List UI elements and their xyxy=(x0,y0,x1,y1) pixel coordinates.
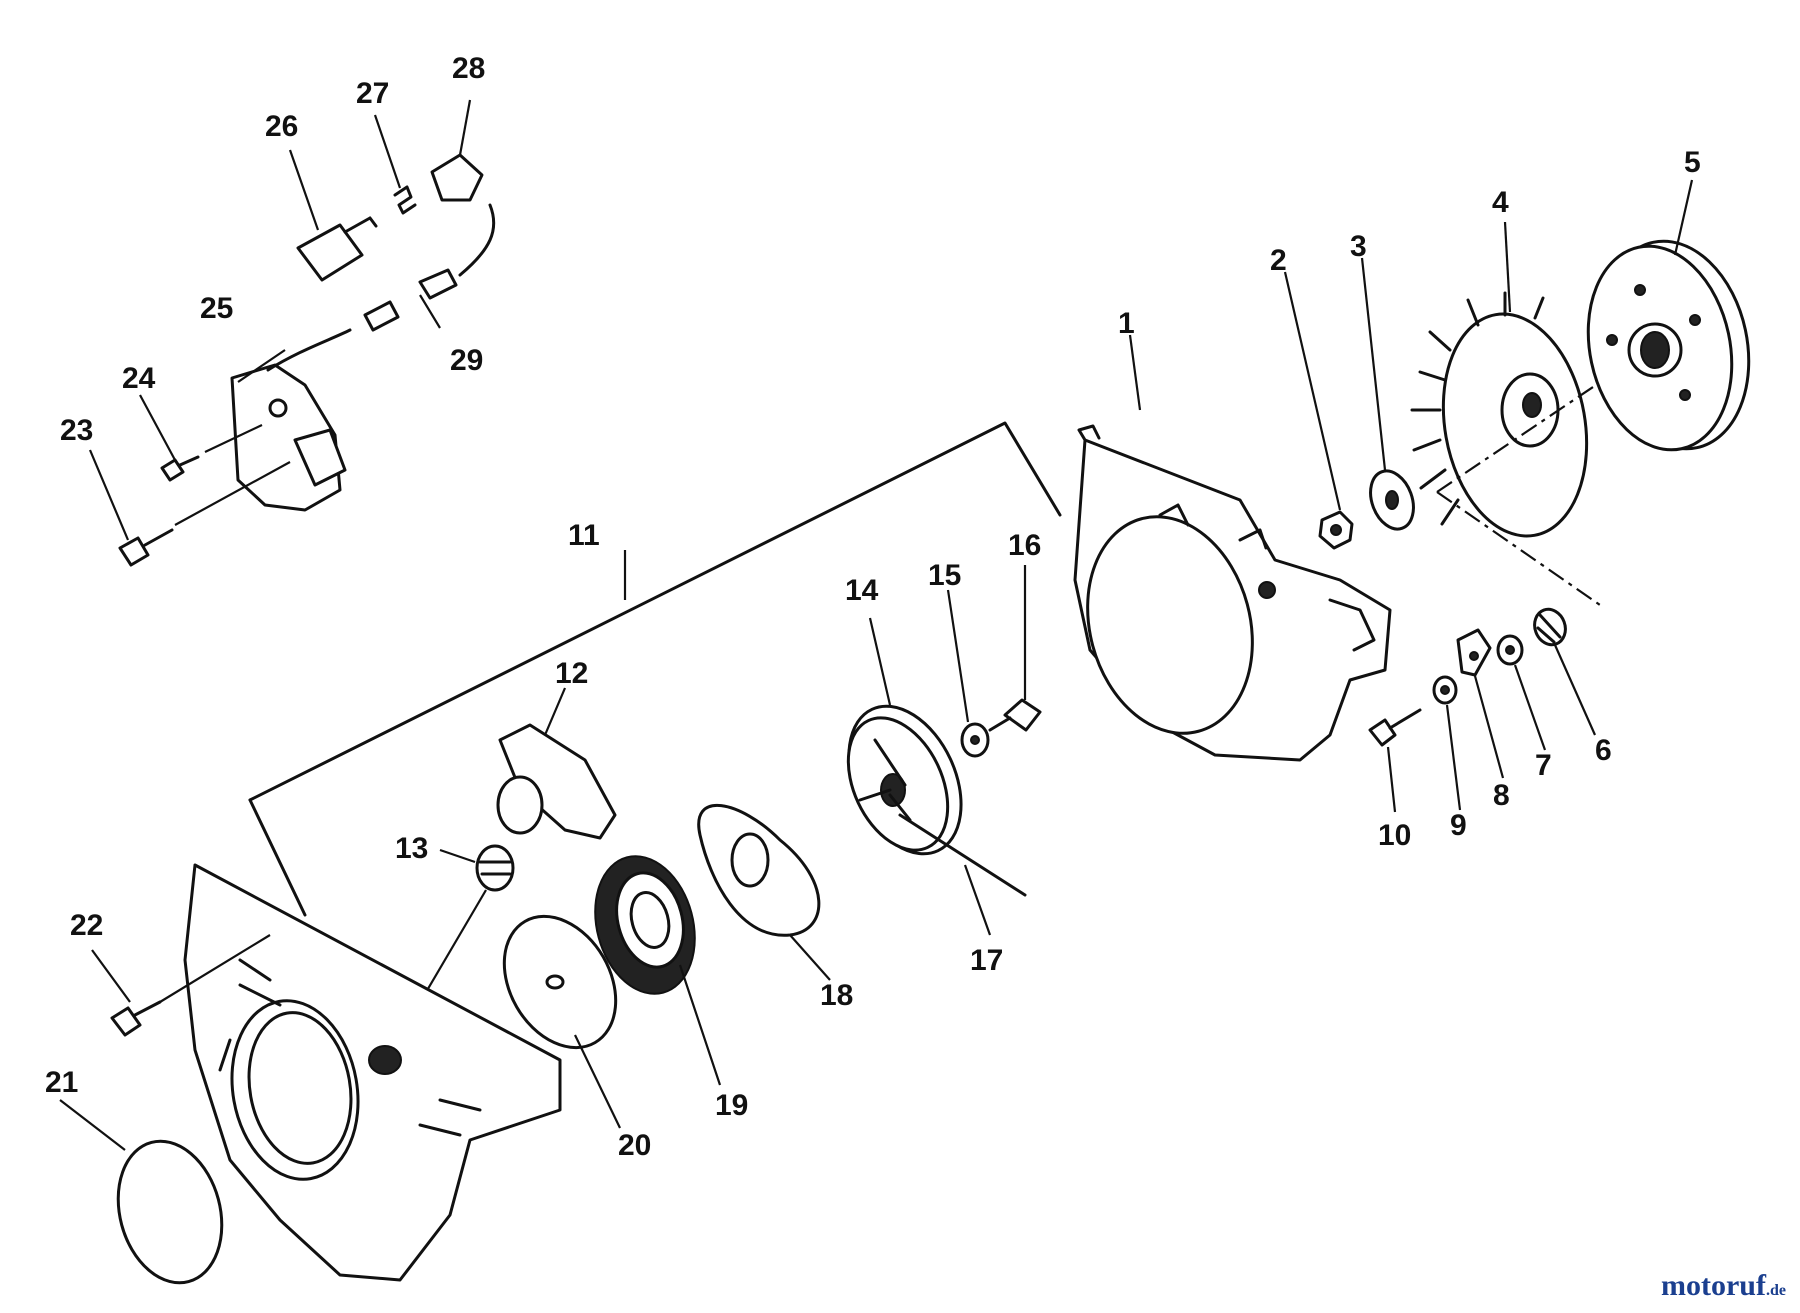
dashed-link-4-6 xyxy=(1436,384,1601,606)
part-7-washer xyxy=(1496,634,1524,666)
callout-labels: 1 2 3 4 5 6 7 8 9 10 11 12 13 14 15 16 1… xyxy=(45,52,1701,1162)
part-5-rotor xyxy=(1586,239,1751,452)
part-9-washer xyxy=(1432,675,1458,705)
part-29-tube xyxy=(363,203,496,332)
part-21-cover-disc xyxy=(116,1139,224,1285)
callout-10: 10 xyxy=(1378,819,1411,852)
part-22-screw xyxy=(110,1000,162,1037)
callout-19: 19 xyxy=(715,1089,748,1122)
watermark-name: motoruf xyxy=(1661,1269,1766,1302)
callout-2: 2 xyxy=(1270,244,1287,277)
callout-14: 14 xyxy=(845,574,879,607)
callout-29: 29 xyxy=(450,344,483,377)
callout-4: 4 xyxy=(1492,186,1509,219)
callout-6: 6 xyxy=(1595,734,1612,767)
screw-22-line xyxy=(159,934,271,1003)
coil-wire xyxy=(266,328,352,372)
part-15-washer xyxy=(960,722,990,758)
part-12-handle xyxy=(496,723,617,840)
callout-7: 7 xyxy=(1535,749,1552,782)
part-4-flywheel xyxy=(1410,291,1589,538)
callout-17: 17 xyxy=(970,944,1003,977)
callout-5: 5 xyxy=(1684,146,1701,179)
screw-24-line xyxy=(204,424,263,453)
part-19-spring xyxy=(594,855,696,995)
part-28-plug-cap xyxy=(430,153,484,202)
part-13-grommet xyxy=(475,844,515,892)
part-1-fan-housing xyxy=(1073,424,1392,762)
part-20-disc xyxy=(502,914,618,1050)
callout-3: 3 xyxy=(1350,230,1367,263)
part-10-bolt xyxy=(1368,708,1422,747)
part-2-nut xyxy=(1318,510,1354,550)
callout-13: 13 xyxy=(395,832,428,865)
callout-27: 27 xyxy=(356,77,389,110)
part-17-rope xyxy=(898,813,1027,897)
part-3-washer xyxy=(1369,469,1415,531)
starter-cover xyxy=(183,863,562,1282)
part-14-pulley xyxy=(846,704,963,856)
callout-22: 22 xyxy=(70,909,103,942)
callout-23: 23 xyxy=(60,414,93,447)
callout-11: 11 xyxy=(568,519,600,552)
callout-9: 9 xyxy=(1450,809,1467,842)
callout-24: 24 xyxy=(122,362,156,395)
part-26-spark-plug xyxy=(296,216,378,282)
callout-8: 8 xyxy=(1493,779,1510,812)
watermark-suffix: .de xyxy=(1766,1282,1786,1299)
watermark-logo: motoruf.de xyxy=(1661,1269,1786,1303)
leader-lines xyxy=(59,99,1694,1151)
bracket-11-left xyxy=(248,798,307,917)
part-23-bolt xyxy=(118,528,174,567)
callout-18: 18 xyxy=(820,979,853,1012)
callout-26: 26 xyxy=(265,110,298,143)
part-27-spring xyxy=(393,185,417,215)
part-6-pawl-spring xyxy=(1533,607,1567,647)
part-8-pawl xyxy=(1456,628,1492,677)
callout-16: 16 xyxy=(1008,529,1041,562)
bolt-23-line xyxy=(174,461,291,526)
part-16-screw xyxy=(988,698,1042,732)
callout-1: 1 xyxy=(1118,307,1135,340)
callout-15: 15 xyxy=(928,559,961,592)
callout-21: 21 xyxy=(45,1066,78,1099)
part-18-plate xyxy=(697,803,821,937)
callout-20: 20 xyxy=(618,1129,651,1162)
callout-25: 25 xyxy=(200,292,233,325)
callout-28: 28 xyxy=(452,52,485,85)
part-25-ignition-coil xyxy=(230,363,347,512)
bracket-11 xyxy=(248,421,1062,802)
part-24-screw xyxy=(160,455,200,482)
callout-12: 12 xyxy=(555,657,588,690)
